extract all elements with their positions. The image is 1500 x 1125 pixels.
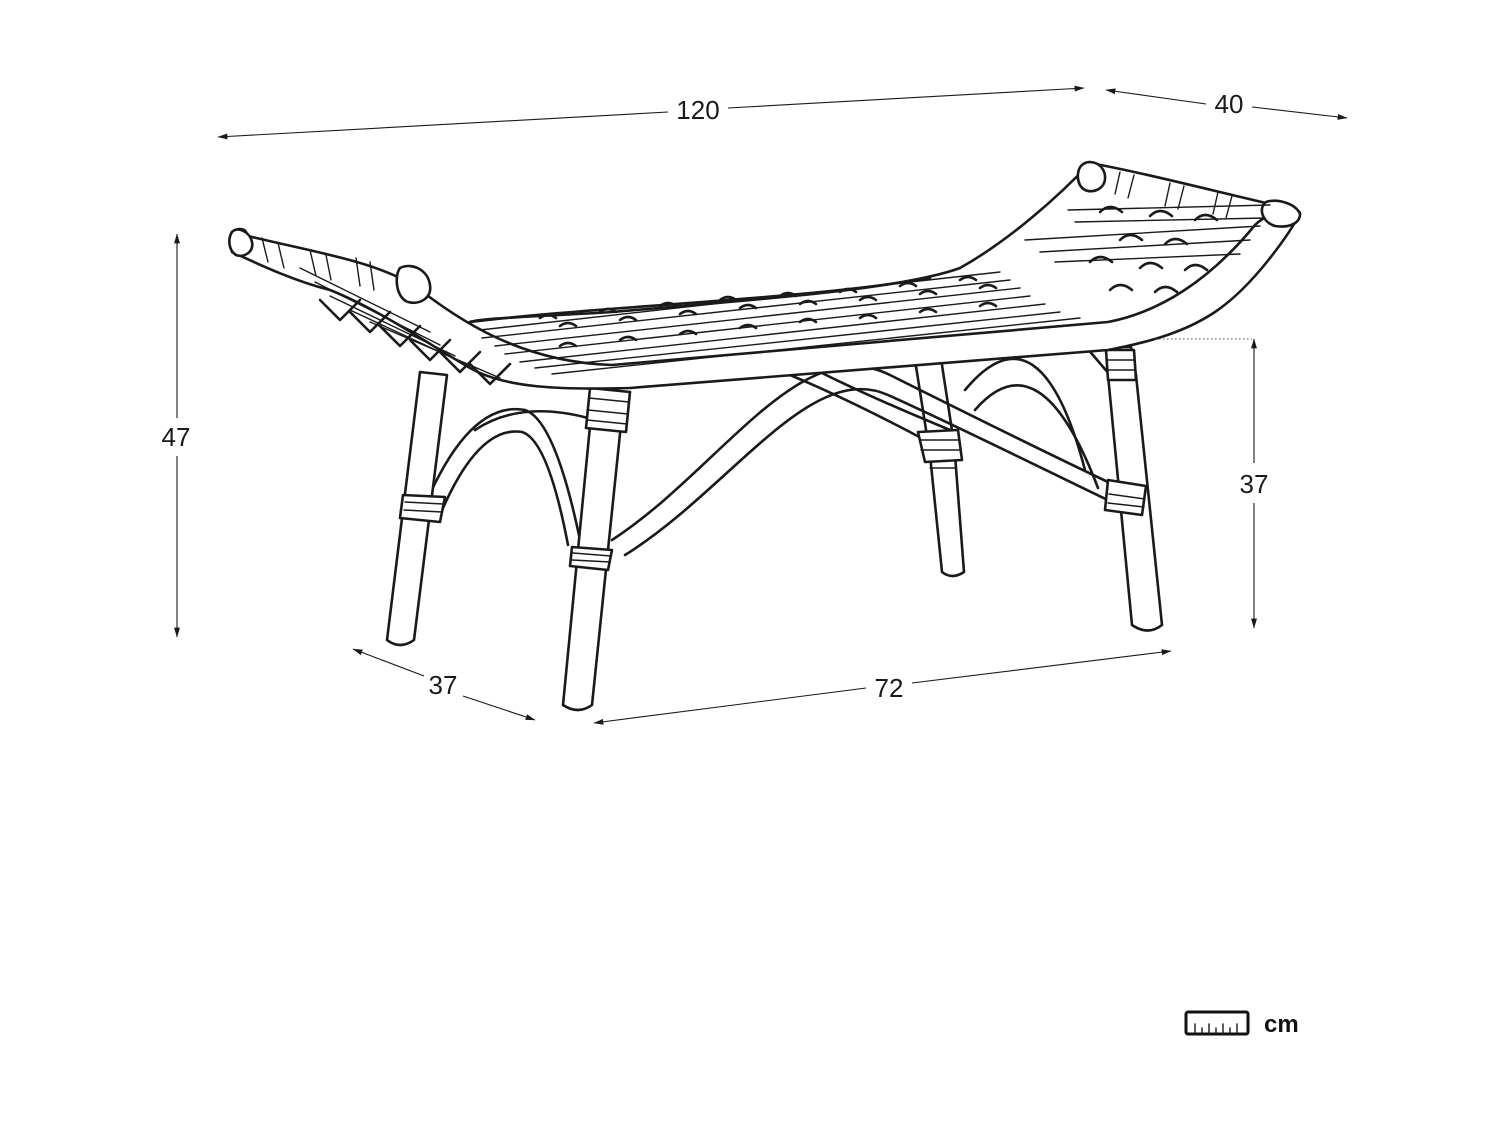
width-dimension: 120 [217, 85, 1085, 140]
seat-frame [230, 161, 1302, 390]
right-end-weave [1088, 205, 1219, 294]
back-arches [913, 350, 1100, 490]
unit-legend: cm [1184, 1010, 1299, 1038]
seat-height-dimension: 37 [1155, 338, 1269, 629]
front-arches [423, 407, 590, 547]
unit-label: cm [1264, 1011, 1299, 1038]
ruler-icon [1184, 1010, 1250, 1036]
leg-depth-dimension: 37 [352, 648, 536, 721]
width-label: 120 [676, 95, 719, 125]
depth-dimension: 40 [1105, 88, 1348, 120]
left-scroll [228, 228, 432, 304]
leg-depth-label: 37 [429, 670, 458, 700]
right-scroll [1076, 160, 1302, 228]
depth-label: 40 [1215, 89, 1244, 119]
leg-wraps [403, 359, 1146, 563]
left-end-weave [318, 298, 512, 386]
front-legs [385, 348, 1148, 712]
dimension-lines: 120 40 47 37 37 [162, 85, 1348, 725]
height-dimension: 47 [162, 233, 191, 638]
leg-span-dimension: 72 [593, 649, 1172, 725]
leg-span-label: 72 [875, 673, 904, 703]
height-label: 47 [162, 422, 191, 452]
bench-illustration [228, 160, 1302, 712]
seat-slats [299, 204, 1271, 379]
seat-weave [538, 275, 998, 348]
seat-height-label: 37 [1240, 469, 1269, 499]
cross-stretchers [610, 365, 1127, 557]
